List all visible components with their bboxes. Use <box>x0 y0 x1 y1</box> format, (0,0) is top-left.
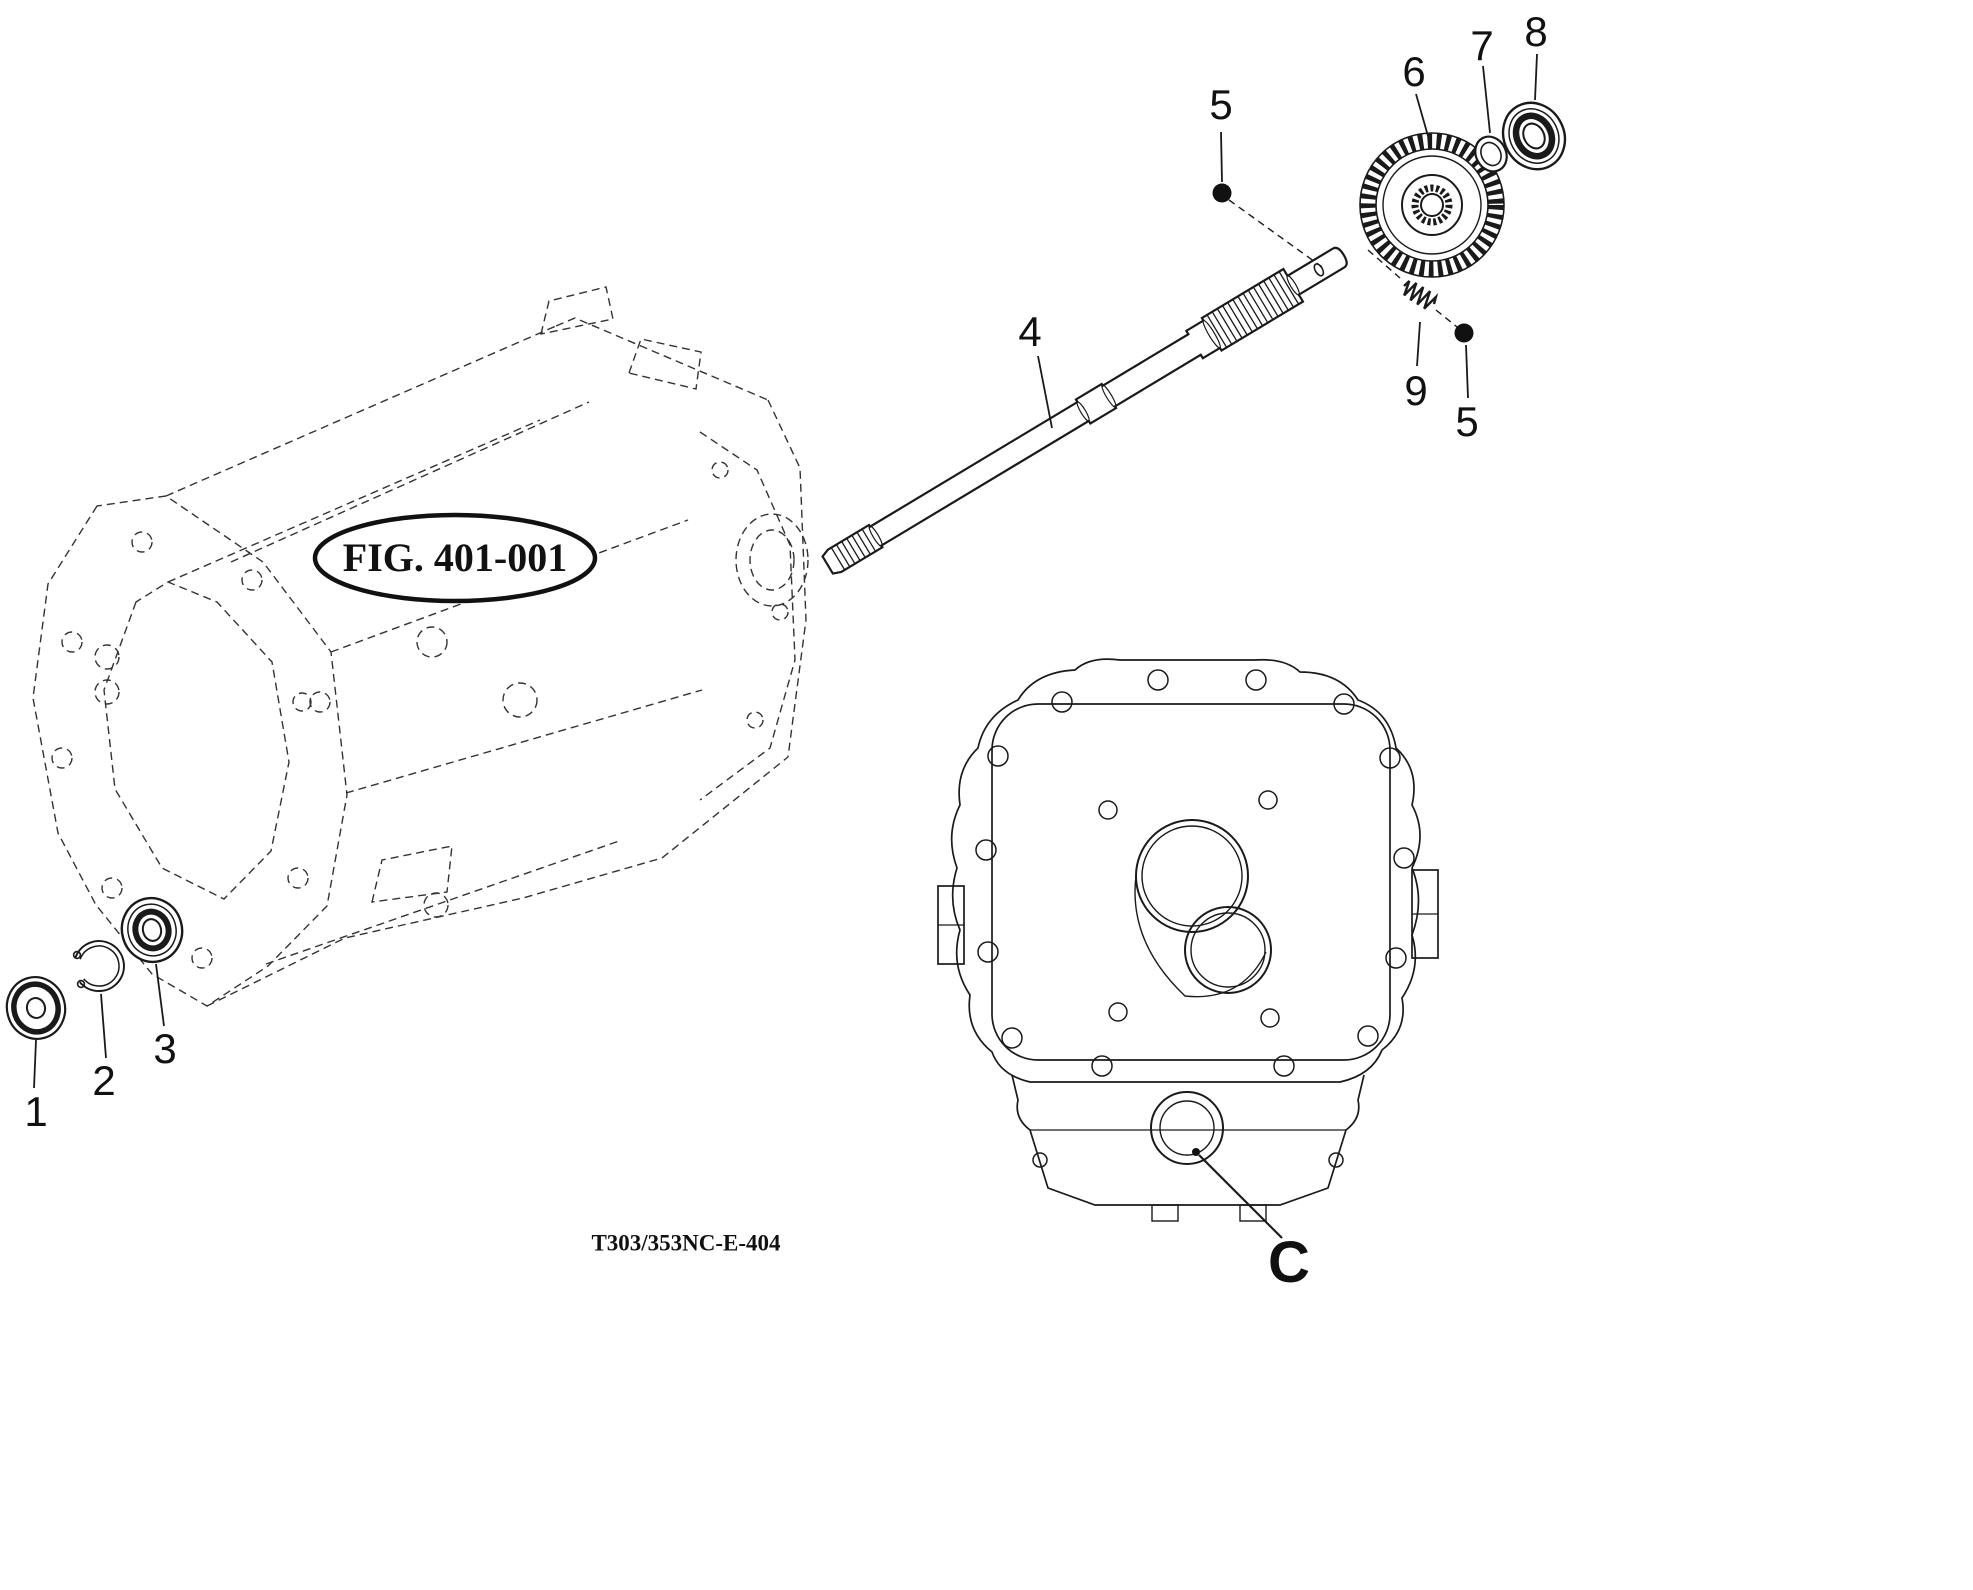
ball-5-top <box>1212 183 1232 203</box>
callout-5-bottom: 5 <box>1455 398 1479 445</box>
transmission-housing-phantom <box>32 286 809 1007</box>
callout-3: 3 <box>153 1025 177 1072</box>
main-shaft <box>821 246 1348 575</box>
washer <box>1474 135 1508 173</box>
housing-cover-rear-view <box>937 658 1439 1222</box>
gear <box>1359 132 1505 278</box>
shaft-tip-hole <box>1313 263 1325 277</box>
callout-7: 7 <box>1470 22 1494 69</box>
shaft-spline-gear-seat <box>1206 271 1299 348</box>
callout-leader-lines <box>33 53 1538 1239</box>
seal-cap <box>5 976 67 1040</box>
ball-5-bottom <box>1454 323 1474 343</box>
callout-6: 6 <box>1402 48 1426 95</box>
callout-8: 8 <box>1524 8 1548 55</box>
ball-bearing-left <box>120 896 184 964</box>
spring <box>1403 280 1439 310</box>
callout-2: 2 <box>92 1057 116 1104</box>
assembly-dashed-lines <box>1228 199 1458 328</box>
fig-reference-label: FIG. 401-001 <box>342 535 568 580</box>
callout-9: 9 <box>1404 367 1428 414</box>
drawing-code: T303/353NC-E-404 <box>591 1230 781 1256</box>
callout-5-top: 5 <box>1209 81 1233 128</box>
callout-detail-c: C <box>1268 1230 1310 1295</box>
shaft-shoulders <box>868 275 1300 548</box>
shaft-spline-left <box>831 529 876 570</box>
callout-1: 1 <box>24 1088 48 1135</box>
fig-reference-badge <box>312 512 598 604</box>
cover-bolt-holes <box>975 669 1415 1077</box>
ball-bearing-top <box>1501 101 1567 171</box>
snap-ring <box>72 940 125 993</box>
callout-4: 4 <box>1018 308 1042 355</box>
